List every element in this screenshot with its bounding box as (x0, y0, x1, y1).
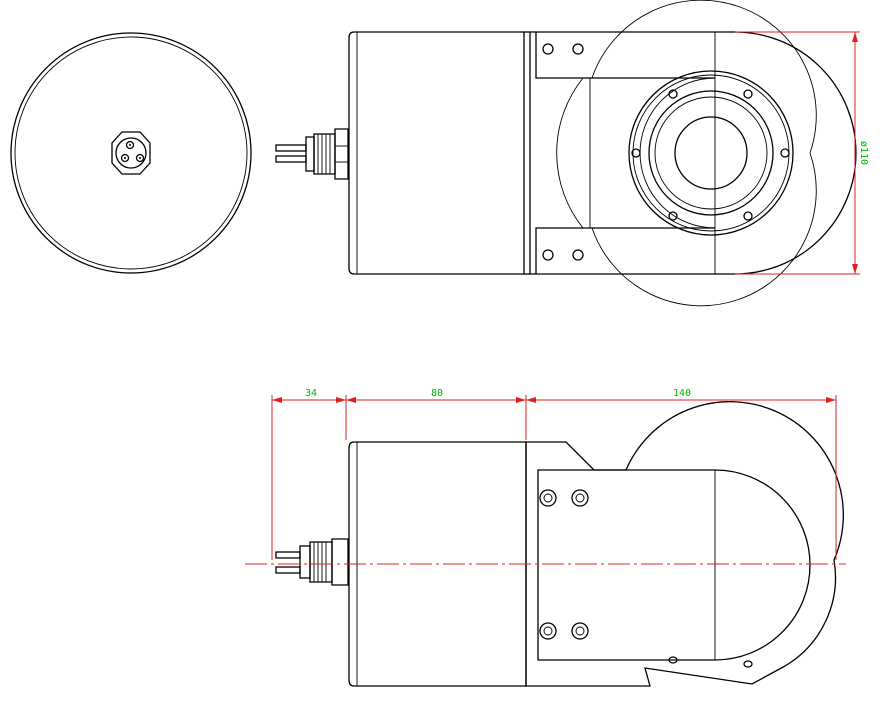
side-connector (275, 538, 349, 586)
body-length-label: 80 (431, 388, 443, 399)
connector-length-label: 34 (305, 388, 317, 399)
side-view: 34 80 140 (245, 388, 846, 687)
connector-pin-1-center (129, 144, 131, 146)
top-head (529, 31, 857, 275)
lens-bolt (668, 89, 678, 99)
connector-pin-2-center (124, 157, 126, 159)
diameter-dimension: ø110 (735, 31, 869, 275)
connector-pin-2 (120, 153, 130, 163)
connector-pin-3 (135, 153, 145, 163)
diameter-label: ø110 (858, 141, 869, 165)
length-dimensions: 34 80 140 (271, 388, 837, 560)
end-view (10, 32, 252, 274)
connector-pin-1 (125, 140, 135, 150)
side-bracket-plate (537, 469, 811, 661)
connector-pin-3-center (139, 157, 141, 159)
top-view: ø110 (275, 0, 869, 307)
head-length-label: 140 (673, 388, 691, 399)
end-view-inner-circle (14, 36, 248, 270)
lens-assembly (628, 70, 794, 236)
top-body (348, 31, 525, 275)
side-head (525, 401, 844, 687)
end-view-outer-circle (10, 32, 252, 274)
connector-hex-nut (111, 131, 151, 175)
connector-ring (115, 137, 147, 169)
side-body (348, 441, 527, 687)
top-connector (275, 128, 349, 180)
